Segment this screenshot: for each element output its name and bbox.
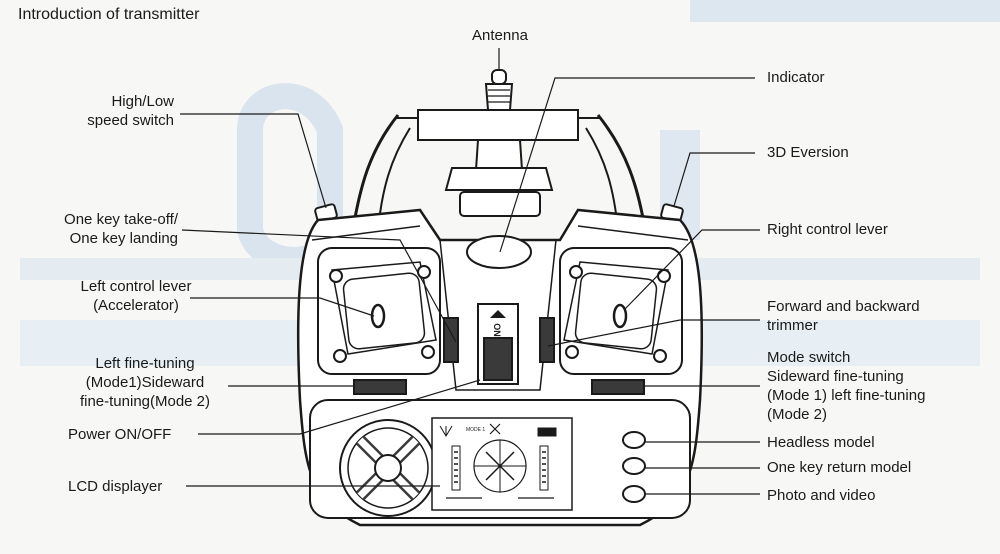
- left-horizontal-trimmer: [353, 379, 407, 395]
- label-forward-backward-trimmer: Forward and backward trimmer: [767, 298, 920, 334]
- antenna-icon: [484, 69, 514, 111]
- label-indicator: Indicator: [767, 69, 825, 86]
- label-photo-video: Photo and video: [767, 487, 876, 504]
- antenna-neck: [444, 167, 554, 191]
- label-high-low-speed-switch: High/Low speed switch: [87, 93, 174, 129]
- indicator-light: [466, 235, 532, 269]
- d-pad: [339, 419, 437, 517]
- leader-lines: [180, 48, 760, 495]
- label-left-fine-tuning: Left fine-tuning (Mode1)Sideward fine-tu…: [79, 355, 211, 410]
- right-stick-panel: [559, 247, 683, 375]
- label-antenna: Antenna: [472, 27, 528, 44]
- label-lcd-displayer: LCD displayer: [68, 478, 163, 495]
- antenna-base: [474, 139, 524, 171]
- headless-button: [622, 431, 646, 449]
- label-right-control-lever: Right control lever: [767, 221, 888, 238]
- left-stick-panel: [317, 247, 441, 375]
- label-one-key-return: One key return model: [767, 459, 912, 476]
- power-switch: [477, 303, 519, 385]
- right-control-lever: [612, 303, 628, 329]
- label-left-control-lever: Left control lever (Accelerator): [80, 278, 192, 314]
- lcd-mode-text: MODE 1: [466, 427, 485, 433]
- label-power-on-off: Power ON/OFF: [68, 426, 172, 443]
- switch-on-text: ON: [492, 323, 502, 337]
- label-mode-switch: Mode switch Sideward fine-tuning (Mode 1…: [767, 349, 926, 423]
- mode-switch-trimmer: [591, 379, 645, 395]
- forward-backward-trimmer: [539, 317, 555, 363]
- label-one-key-takeoff: One key take-off/ One key landing: [64, 211, 178, 247]
- left-vertical-trimmer: [443, 317, 459, 363]
- one-key-return-button: [622, 457, 646, 475]
- label-headless-model: Headless model: [767, 434, 875, 451]
- left-control-lever: [370, 303, 386, 329]
- photo-video-button: [622, 485, 646, 503]
- page-title: Introduction of transmitter: [18, 6, 200, 23]
- label-3d-eversion: 3D Eversion: [767, 144, 849, 161]
- top-clip: [459, 191, 541, 217]
- watermark-band: [690, 0, 1000, 22]
- lcd-displayer: [431, 417, 573, 511]
